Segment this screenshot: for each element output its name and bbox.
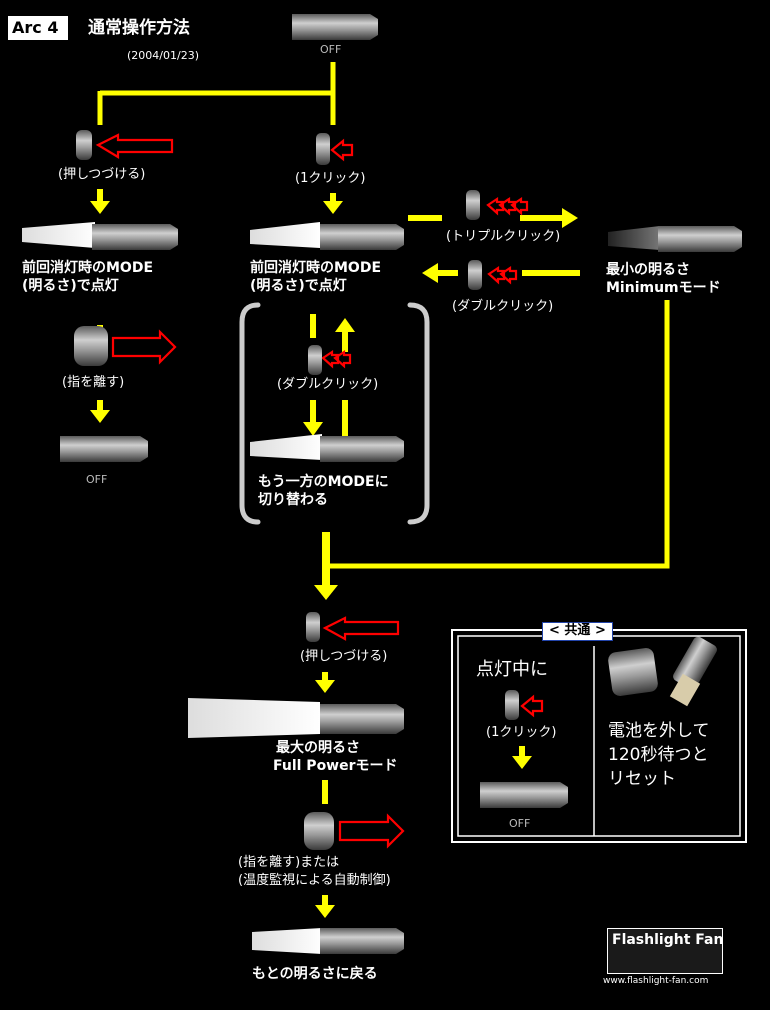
beam-min [608,226,660,250]
triple-click-label: (トリプルクリック) [446,229,561,244]
common-click-label: (1クリック) [486,725,557,740]
model-name: Arc 4 [12,18,59,37]
hold-arrow-left [95,133,174,159]
model-badge [8,16,68,40]
left-hold-label: (押しつづける) [58,167,146,182]
center-double-label: (ダブルクリック) [277,377,379,392]
beam-center [250,222,320,248]
max-mode-line2: Full Powerモード [273,758,398,774]
beam-max [188,698,320,738]
while-on-label: 点灯中に [476,659,548,680]
top-off-label: OFF [320,43,342,56]
left-result-line1: 前回消灯時のMODE [22,260,154,276]
release-line2: (温度監視による自動制御) [238,873,391,888]
common-header: < 共通 > [542,622,613,641]
brand-logo [607,928,723,974]
left-off-label: OFF [86,473,108,486]
release-line1: (指を離す)または [238,855,340,870]
reset-line3: リセット [608,769,676,789]
page-title: 通常操作方法 [88,18,190,38]
min-mode-line2: Minimumモード [606,280,721,296]
beam-other [250,434,322,460]
release-arrow-left [111,329,177,365]
min-mode-line1: 最小の明るさ [606,262,690,278]
common-off-label: OFF [509,817,531,830]
site-url: www.flashlight-fan.com [603,976,709,986]
side-double-label: (ダブルクリック) [452,299,554,314]
hold-arrow-bottom [322,616,400,641]
other-mode-line2: 切り替わる [258,492,328,508]
center-result-line1: 前回消灯時のMODE [250,260,382,276]
date-label: (2004/01/23) [127,49,199,62]
left-release-label: (指を離す) [62,375,125,390]
beam-return [252,928,322,954]
center-result-line2: (明るさ)で点灯 [250,278,347,294]
brand-name: Flashlight Fan [612,932,724,948]
release-arrow-bottom [338,813,405,849]
beam-left [22,222,95,248]
return-label: もとの明るさに戻る [252,966,378,982]
top-split-line [97,62,336,125]
center-click-label: (1クリック) [295,171,366,186]
reset-line2: 120秒待つと [608,745,709,765]
reset-line1: 電池を外して [608,721,710,741]
max-mode-line1: 最大の明るさ [276,740,360,756]
bottom-hold-label: (押しつづける) [300,649,388,664]
other-mode-line1: もう一方のMODEに [258,474,389,490]
left-result-line2: (明るさ)で点灯 [22,278,119,294]
